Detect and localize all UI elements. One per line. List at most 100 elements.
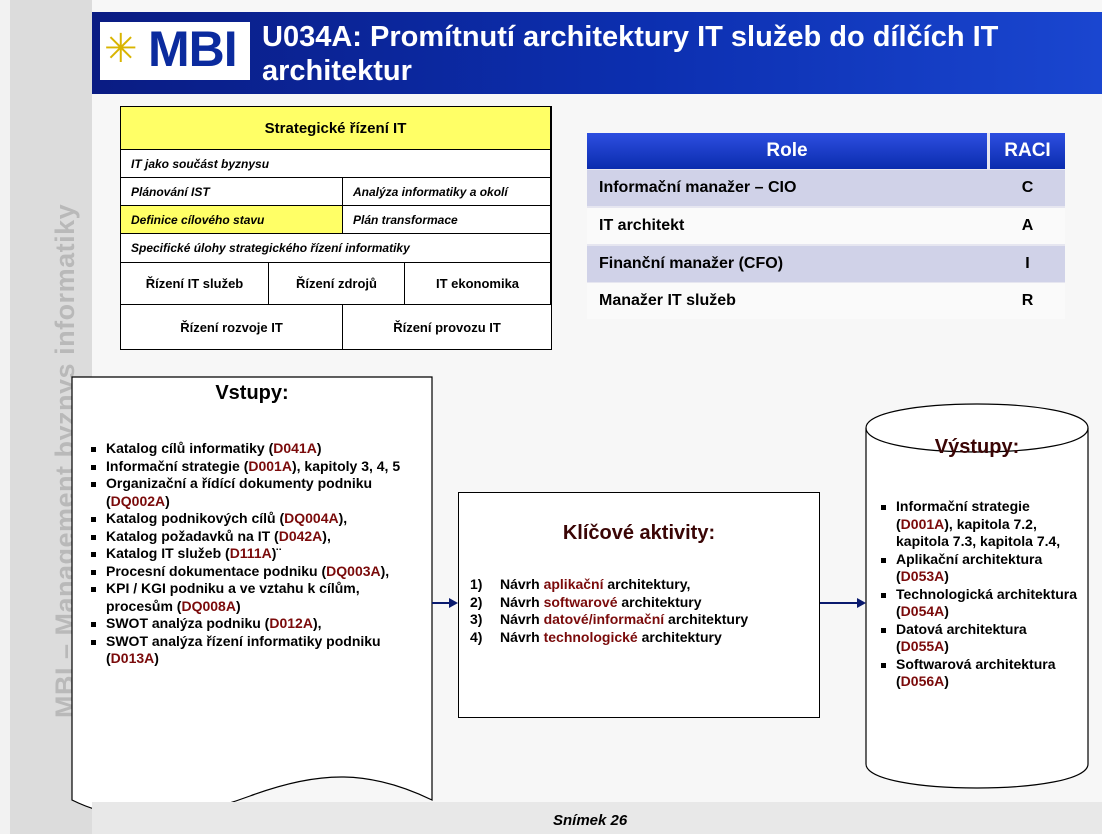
- document-code: D012A: [269, 615, 313, 631]
- activity-number: 1): [470, 576, 483, 592]
- activity-item: 1) Návrh aplikační architektury,: [470, 576, 748, 594]
- activity-text: Návrh: [500, 628, 544, 645]
- raci-header-raci: RACI: [990, 133, 1065, 169]
- item-text: Datová architektura (: [896, 620, 1027, 655]
- activity-number: 4): [470, 628, 483, 645]
- inputs-title: Vstupy:: [215, 382, 289, 404]
- list-item: Softwarová architektura (D056A): [878, 656, 1082, 691]
- raci-role: Informační manažer – CIO: [599, 179, 797, 196]
- document-code: DQ004A: [284, 510, 339, 526]
- activity-item: 2)Návrh softwarové architektury: [470, 594, 748, 612]
- inputs-list: Katalog cílů informatiky (D041A)Informač…: [88, 440, 418, 668]
- item-text: SWOT analýza řízení informatiky podniku …: [106, 632, 381, 667]
- document-code: D041A: [273, 440, 317, 456]
- outputs-list: Informační strategie (D001A), kapitola 7…: [878, 498, 1082, 691]
- document-code: D053A: [900, 568, 945, 584]
- item-text: Technologická architektura (: [896, 585, 1078, 620]
- item-text-suffix: ): [154, 650, 159, 666]
- activities-list: 1) Návrh aplikační architektury, 2)Návrh s…: [470, 576, 748, 646]
- arrow-head-1: [449, 598, 458, 608]
- page-title: U034A: Promítnutí architektury IT služeb…: [262, 21, 999, 87]
- activity-text-suffix: architektury: [664, 611, 749, 627]
- activity-keyword: datové/informační: [543, 611, 665, 627]
- item-text: Softwarová architektura (: [896, 655, 1056, 690]
- item-text: KPI / KGI podniku a ve vztahu k cílům, p…: [106, 580, 360, 614]
- item-text: Katalog podnikových cílů (: [106, 510, 285, 526]
- item-text-suffix: ): [944, 603, 949, 619]
- strategy-cell-zdroje: Řízení zdrojů: [269, 263, 405, 305]
- item-text-suffix: ): [944, 568, 949, 584]
- logo-text: MBI: [148, 21, 238, 77]
- item-text: Organizační a řídící dokumenty podniku (: [106, 475, 373, 509]
- item-text-suffix: ),: [312, 615, 322, 631]
- list-item: Katalog cílů informatiky (D041A): [88, 440, 418, 458]
- item-text-suffix: ): [235, 597, 241, 614]
- raci-role: Manažer IT služeb: [599, 292, 736, 309]
- activity-number: 3): [470, 611, 483, 627]
- slide-number: Snímek 26: [553, 812, 628, 829]
- list-item: SWOT analýza řízení informatiky podniku …: [88, 633, 418, 668]
- document-code: D001A: [248, 457, 292, 474]
- activity-text: Návrh: [500, 576, 544, 592]
- item-text: Katalog požadavků na IT (: [106, 527, 279, 544]
- strategy-cell-definice: Definice cílového stavu: [121, 206, 343, 234]
- list-item: Katalog požadavků na IT (D042A),: [88, 528, 418, 546]
- item-text-suffix: ): [944, 673, 949, 689]
- item-text: SWOT analýza podniku (: [106, 615, 270, 631]
- list-item: Katalog IT služeb (D111A)¨: [88, 545, 418, 563]
- raci-row: Manažer IT služeb R: [587, 283, 1065, 319]
- item-text-suffix: ): [944, 638, 949, 654]
- document-code: D055A: [900, 638, 945, 654]
- activity-keyword: aplikační: [543, 576, 604, 592]
- strategy-row-specificke: Specifické úlohy strategického řízení in…: [121, 234, 551, 263]
- document-code: DQ008A: [181, 597, 236, 614]
- list-item: KPI / KGI podniku a ve vztahu k cílům, p…: [88, 580, 418, 615]
- list-item: SWOT analýza podniku (D012A),: [88, 615, 418, 633]
- item-text-suffix: ), kapitola 7.2, kapitola 7.3, kapitola …: [896, 515, 1061, 550]
- document-code: D042A: [278, 527, 323, 544]
- list-item: Procesní dokumentace podniku (DQ003A),: [88, 563, 418, 581]
- item-text: Katalog IT služeb (: [106, 545, 230, 561]
- strategy-cell-rozvoj: Řízení rozvoje IT: [121, 305, 343, 349]
- sun-star-icon: ✳: [104, 27, 138, 71]
- raci-value: A: [1021, 217, 1034, 234]
- outputs-cylinder-top: [865, 427, 1089, 453]
- activity-item: 4) Návrh technologické architektury: [470, 629, 748, 647]
- item-text: Informační strategie (: [106, 457, 249, 474]
- activity-text-suffix: architektury: [637, 628, 722, 645]
- document-code: D013A: [110, 650, 155, 666]
- outputs-title: Výstupy:: [934, 436, 1020, 458]
- raci-value: I: [1025, 255, 1030, 272]
- strategy-cell-ekonomika: IT ekonomika: [405, 263, 551, 305]
- list-item: Datová architektura (D055A): [878, 621, 1082, 656]
- activity-text: Návrh: [500, 593, 544, 610]
- list-item: Informační strategie (D001A), kapitola 7…: [878, 498, 1082, 551]
- raci-value: C: [1021, 179, 1034, 196]
- logo: [100, 22, 250, 80]
- item-text-suffix: ): [165, 492, 170, 509]
- item-text-suffix: ),: [338, 510, 348, 526]
- item-text-suffix: ), kapitoly 3, 4, 5: [291, 457, 401, 474]
- footer-bar: [92, 802, 1102, 834]
- header-bar: [92, 12, 1102, 94]
- list-item: Katalog podnikových cílů (DQ004A),: [88, 510, 418, 528]
- list-item: Organizační a řídící dokumenty podniku (…: [88, 475, 418, 510]
- strategy-cell-analyza: Analýza informatiky a okolí: [343, 178, 551, 206]
- document-code: D111A: [229, 545, 272, 561]
- activity-keyword: technologické: [543, 628, 638, 645]
- document-code: D001A: [900, 515, 945, 532]
- list-item: Technologická architektura (D054A): [878, 586, 1082, 621]
- arrow-head-2: [857, 598, 866, 608]
- item-text-suffix: ),: [380, 562, 390, 579]
- raci-row: Finanční manažer (CFO) I: [587, 246, 1065, 282]
- item-text-suffix: ): [316, 440, 322, 456]
- activity-text: Návrh: [500, 611, 544, 627]
- activity-text-suffix: architektury,: [603, 576, 691, 592]
- document-code: DQ002A: [110, 492, 166, 509]
- raci-row: Informační manažer – CIO C: [587, 170, 1065, 206]
- strategy-cell-sluzby: Řízení IT služeb: [121, 263, 269, 305]
- item-text: Aplikační architektura (: [896, 550, 1043, 585]
- document-code: D056A: [900, 673, 945, 689]
- activity-text-suffix: architektury: [617, 593, 702, 610]
